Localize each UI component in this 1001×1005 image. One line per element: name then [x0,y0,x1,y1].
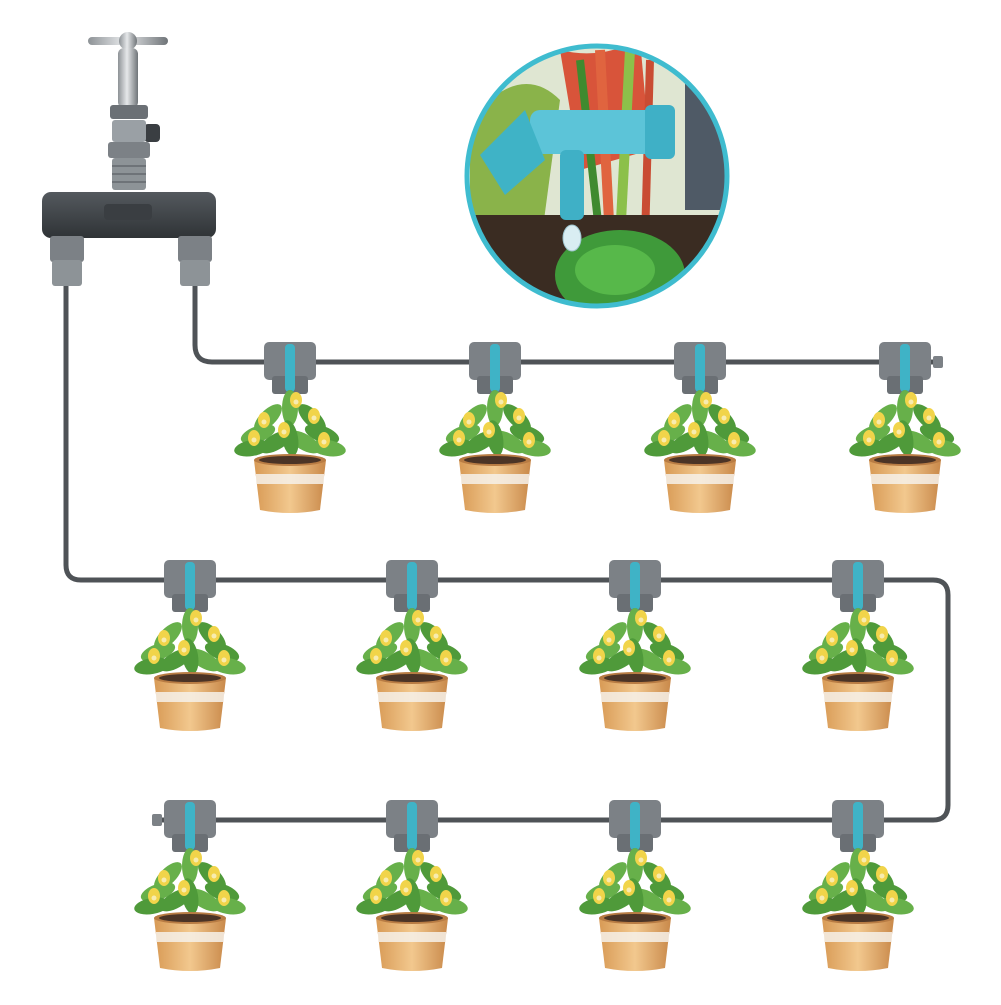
dripper [630,562,640,610]
flower-pot [459,460,531,513]
potted-plant-r3-4 [802,800,914,971]
potted-plant-r3-3 [579,800,691,971]
potted-plant-r1-1 [234,342,346,513]
flower-pot [154,918,226,971]
dripper [853,562,863,610]
hose-splitter [42,192,216,286]
end-plug-bottom [152,814,162,826]
dripper [490,344,500,392]
potted-plant-r1-2 [439,342,551,513]
flower-pot [822,918,894,971]
flower-pot [254,460,326,513]
dripper [407,562,417,610]
dripper [185,802,195,850]
flower-pot [664,460,736,513]
dripper [285,344,295,392]
dripper [853,802,863,850]
potted-plant-r2-3 [579,560,691,731]
end-plug-top [933,356,943,368]
dripper [185,562,195,610]
dripper [407,802,417,850]
potted-plant-r3-2 [356,800,468,971]
potted-plant-r1-4 [849,342,961,513]
flower-pot [154,678,226,731]
flower-pot [376,918,448,971]
hose-lines [63,282,951,826]
dripper [695,344,705,392]
flower-pot [869,460,941,513]
hose-top-row [192,282,938,365]
dripper [630,802,640,850]
potted-plant-r2-2 [356,560,468,731]
dripper [900,344,910,392]
drip-emitter-closeup [464,43,730,309]
flower-pot [376,678,448,731]
flower-pot [822,678,894,731]
flower-pot [599,678,671,731]
potted-plants [134,342,961,971]
potted-plant-r1-3 [644,342,756,513]
potted-plant-r2-4 [802,560,914,731]
flower-pot [599,918,671,971]
hose-main-left [63,282,951,823]
potted-plant-r2-1 [134,560,246,731]
garden-tap-icon [88,32,168,190]
potted-plant-r3-1 [134,800,246,971]
